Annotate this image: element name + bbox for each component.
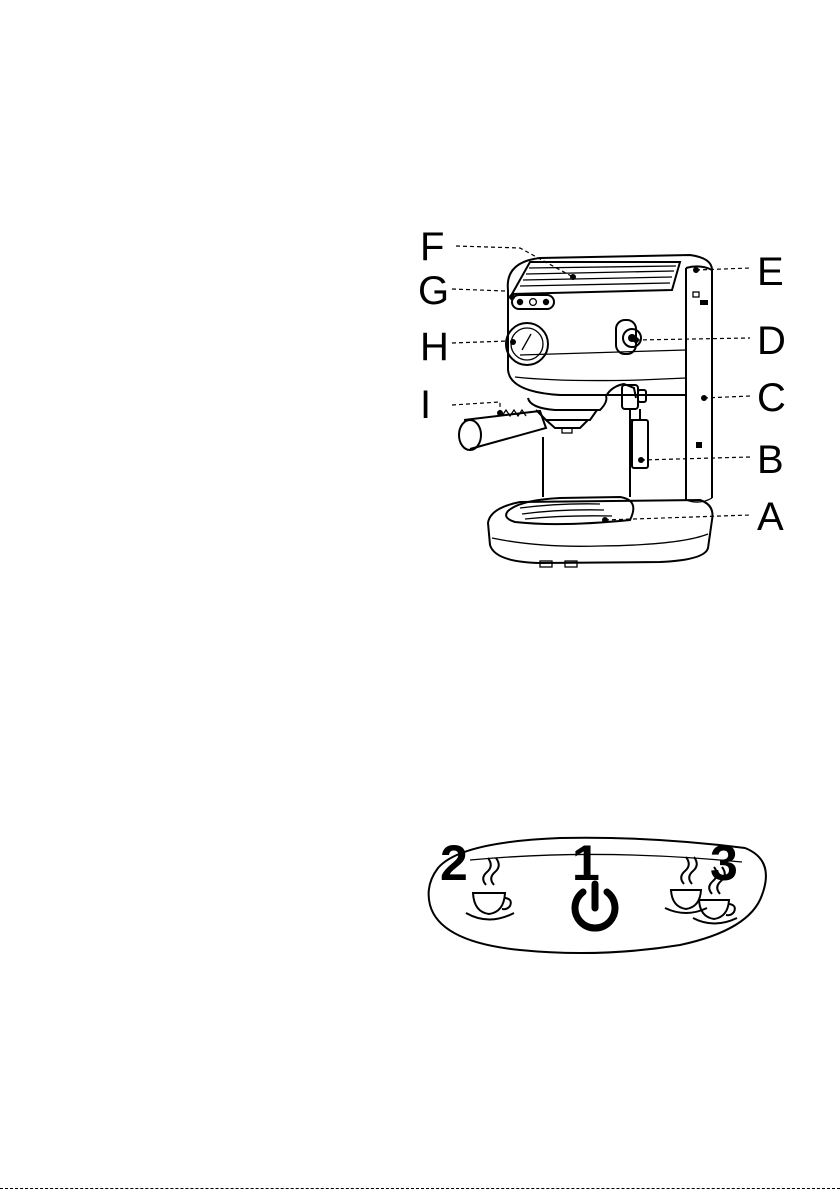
cup-warmer-grille [512,262,680,294]
callout-label-b: B [757,438,784,482]
steam-wand [606,384,648,468]
callout-label-a: A [757,495,784,539]
water-tank-markers [693,292,708,448]
espresso-machine-illustration [459,255,713,567]
control-panel-diagram: 2 1 3 [429,835,766,953]
drip-tray [488,497,713,567]
callout-leaders [452,246,750,523]
button-number-2: 2 [440,835,468,891]
callout-label-g: G [418,269,449,313]
steam-knob [616,320,641,354]
button-number-3: 3 [710,835,738,891]
power-icon [575,884,615,928]
top-housing [508,255,712,395]
callout-label-f: F [420,225,444,269]
machine-control-buttons [512,295,554,309]
page-bottom-rule [0,1188,840,1189]
single-cup-icon [466,858,514,920]
callout-label-c: C [757,376,786,420]
callout-label-d: D [757,319,786,363]
portafilter [459,396,606,450]
callout-label-i: I [420,383,431,427]
callout-label-e: E [757,250,784,294]
callout-label-h: H [420,325,449,369]
